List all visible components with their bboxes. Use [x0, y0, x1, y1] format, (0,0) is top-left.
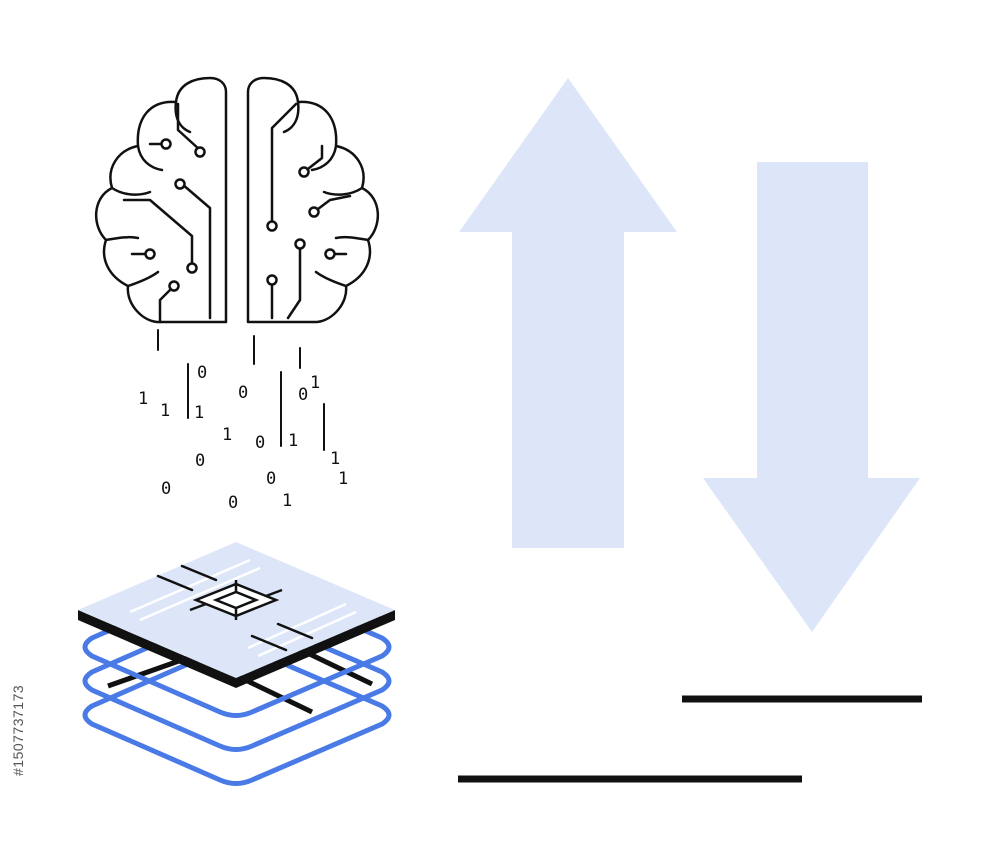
chip-die: [192, 582, 280, 618]
layer-stack-icon: [78, 542, 395, 786]
binary-digit: 1: [338, 469, 348, 489]
binary-digit: 0: [298, 385, 308, 405]
binary-digit: 1: [310, 373, 320, 393]
binary-digit: 1: [138, 389, 148, 409]
binary-digit: 1: [282, 491, 292, 511]
binary-digit: 0: [228, 493, 238, 513]
binary-digit: 0: [255, 433, 265, 453]
brain-right-hemisphere: [246, 76, 380, 324]
binary-digit: 1: [160, 401, 170, 421]
binary-digit: 0: [161, 479, 171, 499]
binary-digit: 1: [194, 403, 204, 423]
arrow-up-icon: [459, 78, 677, 548]
binary-digit: 0: [197, 363, 207, 383]
brain-left-hemisphere: [94, 76, 228, 324]
binary-digit: 0: [195, 451, 205, 471]
binary-digit: 1: [288, 431, 298, 451]
stock-id-watermark: #1507737173: [10, 684, 26, 776]
binary-digit: 0: [238, 383, 248, 403]
arrow-down-icon: [703, 162, 920, 632]
binary-digit: 1: [222, 425, 232, 445]
binary-digit: 0: [266, 469, 276, 489]
brain-circuit-icon: [94, 76, 380, 324]
binary-digit: 1: [330, 449, 340, 469]
binary-data-stream: 1 1 1 0 0 0 1 1 0 1 1 0 0 1 0 0 1: [138, 329, 348, 513]
